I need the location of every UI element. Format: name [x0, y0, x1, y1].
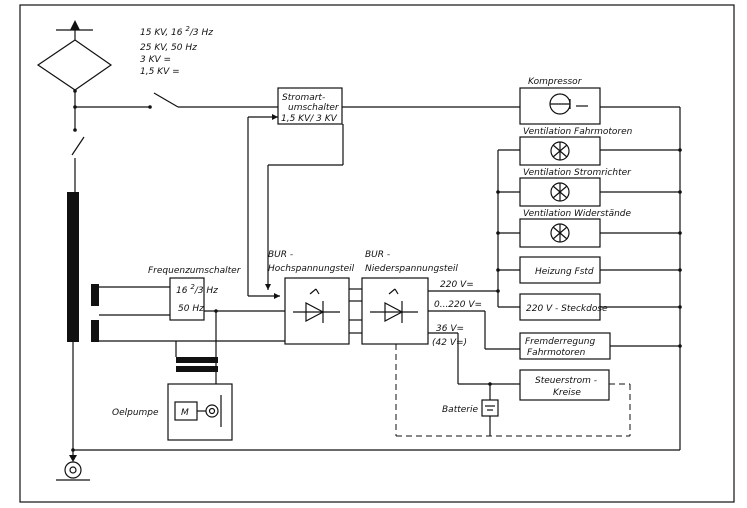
steuer-line2: Kreise: [553, 388, 581, 398]
frame: [19, 4, 735, 503]
wheel-ground-icon: [64, 461, 82, 479]
out-36: 36 V=: [436, 324, 464, 334]
supply-line1-text: 15 KV, 16: [140, 28, 185, 38]
vent-fahr-label: Ventilation Fahrmotoren: [523, 127, 633, 137]
kompressor-label: Kompressor: [528, 77, 583, 87]
heizung-box: [519, 256, 601, 284]
dc-switch: [73, 92, 278, 109]
stromart-box: [277, 87, 343, 125]
supply-line1-sup: 2: [185, 25, 190, 33]
battery-icon: [481, 399, 499, 417]
stromart-line1: Stromart-: [282, 93, 325, 103]
pantograph: [36, 20, 113, 107]
out-0-220: 0...220 V=: [434, 300, 482, 310]
oelpumpe-label: Oelpumpe: [112, 408, 159, 418]
bur-hoch-line1: BUR -: [268, 250, 293, 260]
frequenz-val2: 50 Hz: [178, 304, 204, 314]
frequenz-val1-frac: /3 Hz: [194, 286, 218, 296]
bur-hoch-line2: Hochspannungsteil: [268, 264, 355, 274]
heizung-label: Heizung Fstd: [535, 267, 594, 277]
fremd-line2: Fahrmotoren: [527, 348, 586, 358]
frequenz-box: [169, 277, 205, 321]
bur-hoch-box: [284, 277, 350, 345]
ac-switch: [71, 107, 85, 192]
steuer-line1: Steuerstrom -: [535, 376, 597, 386]
frequenz-label: Frequenzumschalter: [148, 266, 242, 276]
vent-strom-label: Ventilation Stromrichter: [523, 168, 632, 178]
svg-text:16 2/3 Hz: 16 2/3 Hz: [176, 283, 218, 296]
stromart-line2: umschalter: [288, 103, 340, 113]
stromart-line3: 1,5 KV/ 3 KV: [281, 114, 338, 124]
bur-nieder-line1: BUR -: [365, 250, 390, 260]
vent-wider-label: Ventilation Widerstände: [523, 209, 632, 219]
supply-line1-frac: /3 Hz: [189, 28, 213, 38]
motor-letter: M: [181, 408, 189, 418]
steckdose-label: 220 V - Steckdose: [526, 304, 608, 314]
supply-line3: 3 KV =: [140, 55, 171, 65]
supply-line2: 25 KV, 50 Hz: [140, 43, 197, 53]
steuerstrom-box: [519, 369, 610, 401]
bur-nieder-box: [361, 277, 429, 345]
bur-nieder-line2: Niederspannungsteil: [365, 264, 458, 274]
frequenz-val1-sup: 2: [190, 283, 195, 291]
batterie-label: Batterie: [442, 405, 478, 415]
out-220: 220 V=: [440, 280, 474, 290]
frequenz-val1: 16: [176, 286, 190, 296]
svg-text:15 KV, 16 2/3 Hz: 15 KV, 16 2/3 Hz: [140, 25, 213, 38]
transformer-core: [67, 192, 79, 342]
supply-line4: 1,5 KV =: [140, 67, 180, 77]
out-42: (42 V=): [432, 338, 467, 348]
fremd-line1: Fremderregung: [525, 337, 595, 347]
